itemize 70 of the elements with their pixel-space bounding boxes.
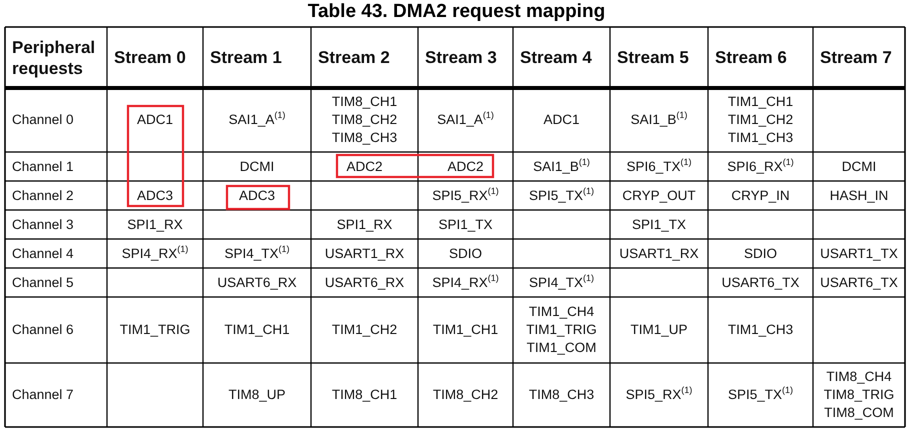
cell-text: ADC2 [346,158,382,176]
row-header: Channel 2 [12,186,74,204]
cell-text: TIM1_UP [630,321,688,339]
cell-text: USART6_TX [722,274,800,292]
cell-text: TIM1_CH1 [224,321,290,339]
row-header: Channel 7 [12,386,74,404]
cell-text: ADC2 [447,158,484,176]
cell-text: ADC1 [543,111,580,129]
cell-text: SPI1_RX [127,216,183,234]
cell-text: ADC3 [136,186,173,204]
column-header: Stream 5 [617,47,689,68]
cell-text: DCMI [240,158,274,176]
cell-text: SPI1_RX [336,216,392,234]
cell-text: TIM1_TRIG [120,321,190,339]
cell-text: DCMI [842,158,876,176]
cell-text: TIM8_UP [228,386,286,404]
cell-text: USART1_RX [619,244,699,262]
cell-text: ADC3 [238,186,275,204]
cell-text: TIM8_CH3 [528,386,594,404]
cell-text: SPI6_RX$^{(1)}$ [727,158,794,176]
row-header: Channel 5 [12,274,74,292]
column-header: Stream 0 [114,47,186,68]
cell-text: TIM8_CH1 [332,386,398,404]
cell-text: SDIO [448,244,482,262]
column-header: Stream 2 [318,47,390,68]
row-header: Channel 1 [12,158,74,176]
cell-text: SPI5_TX$^{(1)}$ [528,186,594,204]
cell-text: USART6_TX [820,274,898,292]
cell-text: SPI5_TX$^{(1)}$ [728,386,794,404]
row-header: Channel 4 [12,244,74,262]
cell-text: SPI5_RX$^{(1)}$ [626,386,692,404]
column-header: Stream 7 [820,47,892,68]
cell-text: USART6_RX [324,274,404,292]
column-header: Stream 6 [715,47,787,68]
cell-text: CRYP_IN [731,186,790,204]
cell-text: USART1_TX [820,244,898,262]
cell-text: SPI4_TX$^{(1)}$ [528,274,594,292]
cell-text: TIM1_CH4 TIM1_TRIG TIM1_COM [525,303,598,357]
cell-text: SAI1_A$^{(1)}$ [228,111,286,129]
column-header: Peripheral requests [12,36,96,78]
cell-text: TIM8_CH4 TIM8_TRIG TIM8_COM [822,368,896,422]
cell-text: SPI1_TX [632,216,686,234]
cell-text: SAI1_A$^{(1)}$ [437,111,494,129]
cell-text: TIM8_CH2 [432,386,498,404]
row-header: Channel 0 [12,111,74,129]
cell-text: SPI6_TX$^{(1)}$ [626,158,692,176]
cell-text: USART1_RX [324,244,404,262]
row-header: Channel 3 [12,216,74,234]
cell-text: USART6_RX [217,274,297,292]
cell-text: SPI4_TX$^{(1)}$ [224,244,290,262]
column-header: Stream 3 [425,47,497,68]
cell-text: SPI5_RX$^{(1)}$ [432,186,499,204]
cell-text: HASH_IN [830,186,888,204]
cell-text: TIM1_CH1 TIM1_CH2 TIM1_CH3 [726,93,794,147]
cell-text: TIM8_CH1 TIM8_CH2 TIM8_CH3 [330,93,398,147]
column-header: Stream 4 [520,47,592,68]
cell-text: SPI4_RX$^{(1)}$ [122,244,188,262]
cell-text: ADC1 [136,111,173,129]
cell-text: CRYP_OUT [622,186,696,204]
row-header: Channel 6 [12,321,74,339]
cell-text: TIM1_CH1 [432,321,498,339]
cell-text: TIM1_CH2 [332,321,398,339]
table-title: Table 43. DMA2 request mapping [306,1,606,23]
cell-text: SPI1_TX [438,216,493,234]
cell-text: SPI4_RX$^{(1)}$ [432,274,499,292]
cell-text: SAI1_B$^{(1)}$ [630,111,688,129]
cell-text: SAI1_B$^{(1)}$ [533,158,590,176]
cell-text: TIM1_CH3 [728,321,794,339]
column-header: Stream 1 [210,47,282,68]
cell-text: SDIO [744,244,777,262]
